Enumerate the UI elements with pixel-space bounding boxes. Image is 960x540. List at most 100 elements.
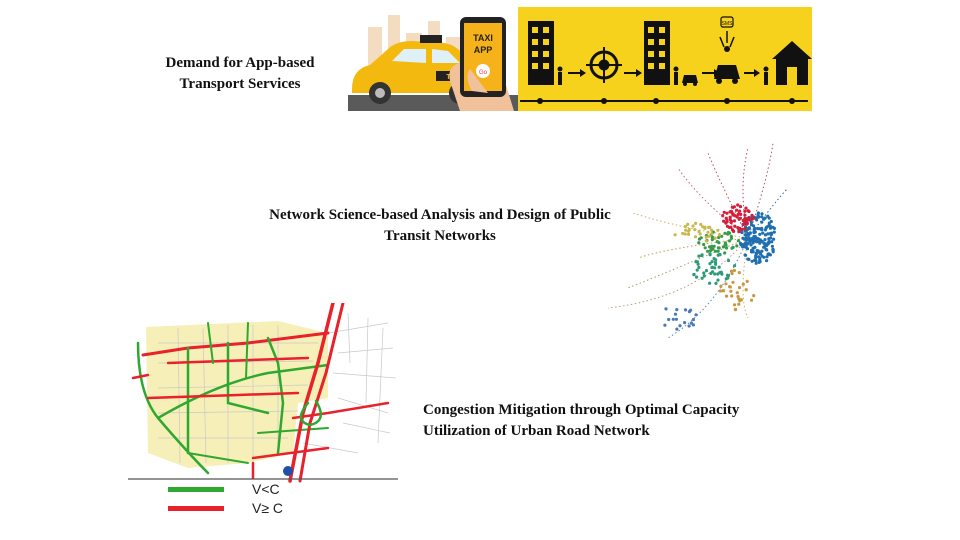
network-node (716, 249, 720, 253)
network-node (748, 218, 752, 222)
network-node (743, 209, 747, 213)
network-node (732, 303, 737, 307)
network-node (728, 215, 732, 219)
network-node (772, 237, 776, 241)
network-node (729, 225, 733, 229)
network-node (691, 323, 695, 327)
network-node (736, 203, 740, 207)
network-node (695, 268, 699, 272)
svg-text:TAXI: TAXI (473, 33, 493, 43)
network-node (746, 238, 750, 242)
network-node (724, 294, 729, 298)
network-node (746, 242, 750, 246)
legend-item-over-capacity: V≥ C (168, 500, 283, 516)
network-node (729, 209, 733, 213)
network-node (754, 251, 758, 255)
network-node (678, 324, 682, 328)
network-node (704, 239, 708, 243)
network-node (720, 234, 724, 238)
network-node (683, 308, 688, 312)
network-node (760, 249, 764, 253)
network-node (710, 228, 714, 232)
network-node (694, 221, 698, 225)
network-node (768, 226, 772, 230)
network-node (762, 245, 766, 249)
network-node (721, 214, 725, 218)
svg-text:Go: Go (479, 70, 488, 76)
network-node (743, 213, 747, 217)
legend-swatch-green (168, 486, 224, 492)
network-node (709, 271, 713, 275)
network-node (700, 253, 704, 258)
process-flow: SMS (520, 16, 812, 104)
network-node (707, 234, 711, 238)
network-node (728, 285, 732, 289)
network-node (733, 224, 737, 228)
network-node (762, 241, 766, 245)
network-node (683, 321, 687, 325)
network-node (725, 246, 729, 250)
road-network-map (128, 303, 398, 483)
network-node (671, 317, 675, 321)
network-node (766, 241, 770, 245)
network-node (713, 272, 717, 276)
building-icon (644, 21, 698, 86)
network-node (708, 281, 712, 285)
network-node (737, 286, 742, 290)
network-node (729, 220, 733, 225)
legend-label: V≥ C (252, 500, 284, 516)
network-node (717, 241, 721, 245)
network-node (664, 307, 668, 311)
network-node (766, 252, 770, 256)
caption-app-demand: Demand for App-based Transport Services (165, 55, 315, 92)
transit-network-graph (607, 142, 789, 339)
network-node (695, 260, 700, 264)
network-node (729, 289, 733, 293)
network-node (667, 317, 671, 322)
network-node (702, 274, 706, 278)
network-node (753, 239, 758, 243)
network-node (673, 233, 677, 237)
network-node (738, 241, 743, 245)
network-node (687, 227, 691, 232)
network-node (740, 243, 744, 248)
network-node (697, 254, 701, 258)
network-node (741, 236, 745, 240)
network-node (772, 230, 776, 234)
network-node (770, 240, 774, 244)
network-node (697, 229, 701, 234)
network-node (735, 208, 739, 212)
network-node (732, 268, 736, 273)
network-node (722, 219, 726, 223)
network-node (721, 245, 725, 249)
network-node (709, 246, 713, 250)
network-node (713, 249, 718, 253)
taxi-app-illustration: TAXI TAXI APP Go (348, 7, 812, 111)
network-node (760, 212, 764, 216)
network-node (758, 240, 762, 244)
network-node (743, 227, 747, 231)
network-node (754, 256, 758, 260)
network-node (752, 230, 756, 234)
phone-icon: TAXI APP Go (449, 17, 514, 111)
network-node (745, 279, 749, 283)
network-node (704, 269, 709, 273)
network-node (710, 232, 714, 236)
network-node (764, 226, 768, 230)
legend-item-under-capacity: V<C (168, 481, 280, 497)
network-node (716, 228, 720, 232)
network-node (693, 235, 698, 239)
network-node (732, 213, 736, 217)
network-node (736, 239, 740, 243)
network-node (697, 265, 701, 269)
network-node (737, 271, 741, 275)
network-node (762, 255, 766, 259)
network-node (755, 218, 759, 222)
network-node (713, 236, 717, 240)
network-node (727, 239, 732, 243)
network-node (749, 298, 754, 302)
network-node (750, 236, 755, 240)
network-node (716, 246, 720, 250)
network-node (699, 222, 703, 227)
network-node (687, 324, 691, 328)
